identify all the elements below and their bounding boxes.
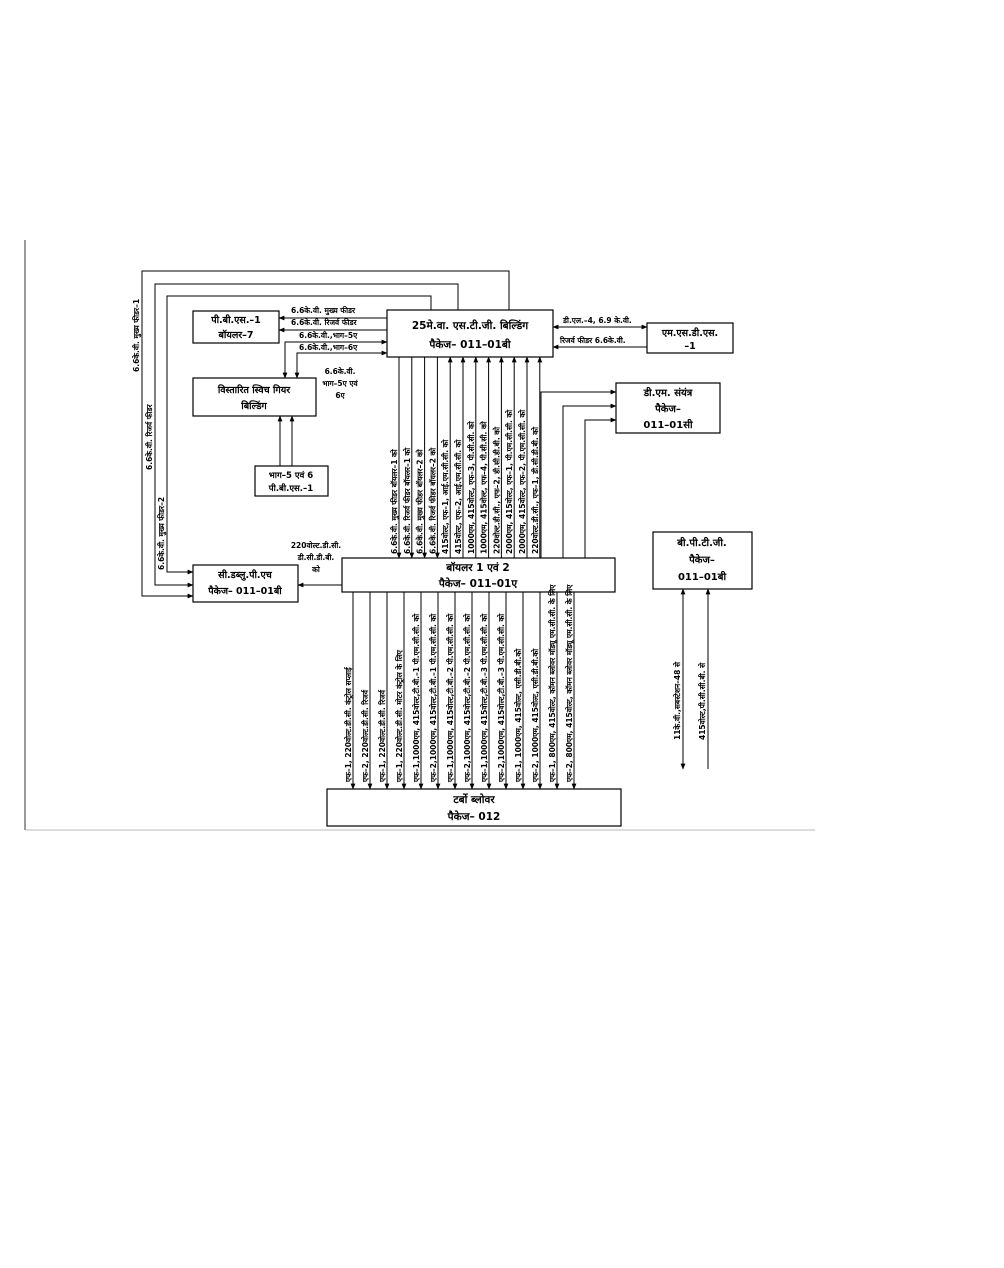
msds-top-label: डी.एल.–4, 6.9 के.वी.	[562, 316, 632, 325]
stg-boiler-link-label-12: 220वोल्ट.डी.सी., एफ–1, डी.सी.डी.बी. को	[531, 426, 540, 554]
pbs-main-feeder-label: 6.6के.वी. मुख्य फीडर	[291, 306, 356, 316]
dm-plant-line3: 011–01सी	[643, 418, 693, 431]
msds-line2: –1	[684, 341, 695, 352]
main-feeder-2-line	[166, 295, 432, 575]
main-feeder-1-label: 6.6के.वी. मुख्य फीडर–1	[132, 299, 142, 372]
bhag5-label: 6.6के.वी.,भाग–5ए	[299, 331, 358, 340]
bhag56-label-line3: 6ए	[335, 391, 345, 400]
boiler-line2: पैकेज– 011–01ए	[438, 577, 519, 590]
stg-boiler-link-label-4: 6.6के.वी. रिजर्व फीडर बॉयलर–2 को	[428, 447, 437, 554]
main-feeder-1-line	[141, 270, 510, 599]
msds-line1: एम.एस.डी.एस.	[661, 327, 718, 339]
stg-boiler-link-label-11: 2000एम, 415वोल्ट, एफ–2, पी.एम.सी.सी. को	[518, 409, 527, 554]
cwph-220v-label-line2: डी.सी.डी.बी.	[297, 553, 335, 562]
bptg-line2: पैकेज–	[688, 553, 715, 566]
boiler-turbo-link-label-10: एफ–2,1000एम, 415वोल्ट,टी.बी.–3 पी.एम.सी.…	[497, 613, 506, 783]
dm-link-3	[584, 417, 617, 558]
pbs-reserve-feeder-label: 6.6के.वी. रिजर्व फीडर	[291, 318, 358, 327]
stg-boiler-links: 6.6के.वी. मुख्य फीडर बॉयलर–1 को6.6के.वी.…	[390, 356, 543, 559]
stg-boiler-link-label-7: 1000एम, 415वोल्ट, एफ–3, पी.सी.सी. को	[467, 420, 476, 554]
pbs1-box: पी.बी.एस.–1 बॉयलर–7	[192, 310, 280, 344]
bhag56-label-line2: भाग–5ए एवं	[322, 379, 358, 388]
msds-box: एम.एस.डी.एस. –1	[646, 322, 734, 354]
bhag-box: भाग–5 एवं 6 पी.बी.एस.–1	[254, 465, 329, 497]
boiler-turbo-link-label-4: एफ–1, 220वोल्ट.डी.सी. मोटर कंट्रोल के लि…	[395, 649, 404, 783]
boiler-turbo-link-label-6: एफ–2,1000एम, 415वोल्ट,टी.बी.–1 पी.एम.सी.…	[429, 613, 438, 783]
bhag-line2: पी.बी.एस.–1	[268, 483, 313, 494]
dm-link-2	[562, 403, 617, 558]
stg-boiler-link-label-6: 415वोल्ट, एफ–2, आई.एम.सी.सी. को	[454, 439, 463, 554]
reserve-feeder-line	[154, 283, 459, 588]
boiler-turbo-link-label-11: एफ–1, 1000एम, 415वोल्ट, एसी.डी.बी.को	[514, 648, 523, 783]
turbo-blower-line2: पैकेज– 012	[447, 810, 501, 823]
dm-plant-line1: डी.एम. संयंत्र	[643, 386, 693, 399]
bhag6-line	[294, 350, 388, 379]
bhag-line1: भाग–5 एवं 6	[269, 470, 313, 481]
reserve-feeder-label: 6.6के.वी. रिजर्व फीडर	[145, 403, 154, 470]
boiler-turbo-link-label-14: एफ–2, 800एम, 415वोल्ट, कॉमन ब्लोवर मॉड्य…	[565, 584, 575, 783]
main-feeder-2-label: 6.6के.वी. मुख्य फीडर–2	[157, 497, 167, 570]
bhag6-label: 6.6के.वी.,भाग–6ए	[299, 343, 358, 352]
bptg-box: बी.पी.टी.जी. पैकेज– 011–01बी	[652, 531, 753, 590]
extended-switchgear-line1: विस्तारित स्विच गियर	[217, 384, 291, 396]
cwph-line1: सी.डब्लु.पी.एच	[217, 569, 273, 581]
stg-boiler-link-label-1: 6.6के.वी. मुख्य फीडर बॉयलर–1 को	[390, 448, 400, 554]
turbo-blower-line1: टर्बो ब्लोवर	[452, 793, 495, 806]
boiler-turbo-link-label-9: एफ–1,1000एम, 415वोल्ट,टी.बी.–3 पी.एम.सी.…	[480, 613, 489, 783]
bhag5-line	[282, 339, 388, 379]
extended-switchgear-box: विस्तारित स्विच गियर बिल्डिंग	[192, 377, 317, 417]
boiler-turbo-link-label-7: एफ–1,1000एम, 415वोल्ट,टी.बी.–2 पी.एम.सी.…	[446, 613, 455, 783]
stg-building-line1: 25मे.वा. एस.टी.जी. बिल्डिंग	[412, 319, 529, 332]
stg-boiler-link-label-8: 1000एम, 415वोल्ट, एफ–4, पी.सी.सी. को	[480, 420, 489, 554]
extended-switchgear-line2: बिल्डिंग	[240, 400, 267, 412]
stg-building-line2: पैकेज– 011–01बी	[428, 338, 511, 351]
dm-link-1	[540, 389, 617, 558]
boiler-box: बॉयलर 1 एवं 2 पैकेज– 011–01ए	[341, 557, 616, 593]
boiler-turbo-link-label-13: एफ–1, 800एम, 415वोल्ट, कॉमन ब्लोवर मॉड्य…	[548, 584, 558, 783]
stg-building-box: 25मे.वा. एस.टी.जी. बिल्डिंग पैकेज– 011–0…	[386, 309, 554, 358]
stg-boiler-link-label-5: 415वोल्ट, एफ–1, आई.एम.सी.सी. को	[441, 439, 450, 554]
stg-boiler-link-label-10: 2000एम, 415वोल्ट, एफ–1, पी.एम.सी.सी. को	[505, 409, 514, 554]
boiler-turbo-link-label-3: एफ–1, 220वोल्ट.डी.सी. रिजर्व	[378, 689, 387, 783]
bptg-line3: 011–01बी	[678, 570, 727, 583]
boiler-turbo-link-label-8: एफ–2,1000एम, 415वोल्ट,टी.बी.–2 पी.एम.सी.…	[463, 613, 472, 783]
boiler-turbo-link-label-5: एफ–1,1000एम, 415वोल्ट,टी.बी.–1 पी.एम.सी.…	[412, 613, 421, 783]
boiler-turbo-link-label-12: एफ–2, 1000एम, 415वोल्ट, एसी.डी.बी.को	[531, 648, 540, 783]
stg-boiler-link-label-2: 6.6के.वी. रिजर्व फीडर बॉयलर–1 को	[403, 447, 412, 554]
dm-plant-line2: पैकेज–	[654, 402, 681, 415]
cwph-220v-label-line3: को	[311, 565, 321, 574]
boiler-turbo-link-label-2: एफ–2, 220वोल्ट.डी.सी. रिजर्व	[361, 689, 370, 783]
turbo-blower-box: टर्बो ब्लोवर पैकेज– 012	[326, 788, 622, 827]
stg-boiler-link-label-9: 220वोल्ट.डी.सी., एफ–2, डी.सी.डी.बी. को	[492, 426, 501, 554]
cwph-line2: पैकेज– 011–01बी	[207, 585, 282, 597]
bhag56-label-line1: 6.6के.वी.	[325, 367, 356, 376]
bptg-line1: बी.पी.टी.जी.	[676, 536, 726, 549]
stg-boiler-link-label-3: 6.6के.वी. मुख्य फीडर बॉयलर–2 को	[416, 448, 426, 554]
cwph-box: सी.डब्लु.पी.एच पैकेज– 011–01बी	[192, 564, 299, 603]
cwph-220v-label-line1: 220वोल्ट.डी.सी.	[291, 541, 341, 550]
bptg-left-label: 11के.वी.,सबस्टेशन–48 से	[673, 661, 682, 740]
boiler-turbo-link-label-1: एफ–1, 220वोल्ट.डी.सी. कंट्रोल सप्लाई	[344, 666, 353, 783]
dm-plant-box: डी.एम. संयंत्र पैकेज– 011–01सी	[615, 382, 721, 434]
pbs1-line1: पी.बी.एस.–1	[210, 314, 261, 326]
boiler-turbo-links: एफ–1, 220वोल्ट.डी.सी. कंट्रोल सप्लाई एफ–2…	[344, 584, 577, 790]
bptg-right-label: 415वोल्ट,पी.सी.सी.बी. से	[698, 662, 707, 740]
msds-bottom-label: रिजर्व फीडर 6.6के.वी.	[559, 336, 626, 345]
pbs1-line2: बॉयलर–7	[217, 329, 253, 341]
boiler-line1: बॉयलर 1 एवं 2	[445, 561, 509, 574]
